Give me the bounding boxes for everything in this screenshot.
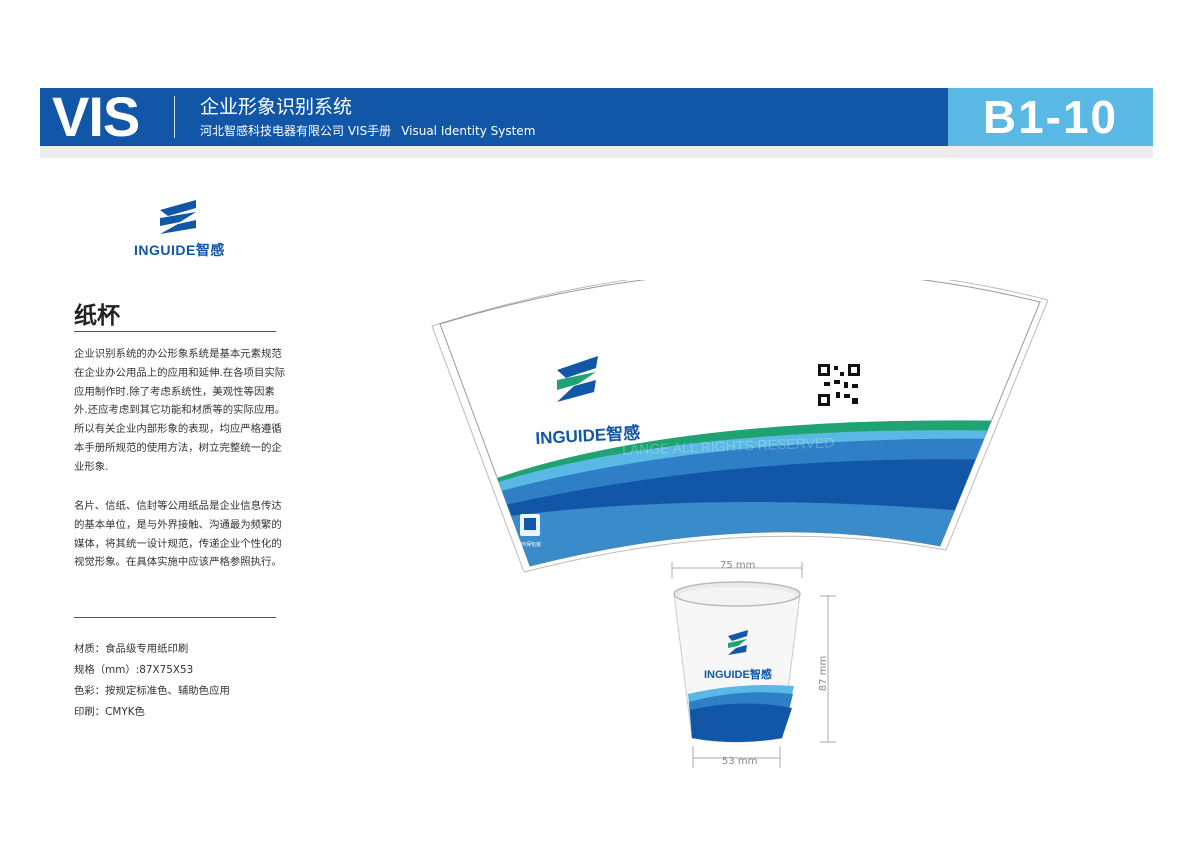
header-divider (174, 96, 175, 138)
section-divider-bottom (74, 617, 276, 618)
header-title: 企业形象识别系统 (200, 96, 353, 118)
eco-label: 环保包装 (521, 542, 542, 548)
cup-flat-layout (431, 280, 1049, 573)
cup-mockup (671, 562, 836, 768)
header-bar (40, 88, 948, 146)
cup-mockup-brand: INGUIDE智感 (704, 669, 772, 681)
header-subtitle-en: Visual Identity System (401, 124, 536, 138)
page-code-box (948, 88, 1153, 146)
dimension-height: 87 mm (818, 655, 830, 692)
spec-color: 色彩：按规定标准色、辅助色应用 (74, 685, 230, 697)
header-shadow (40, 146, 1153, 158)
header-subtitle: 河北智感科技电器有限公司 VIS手册 Visual Identity System (200, 123, 535, 139)
header-subtitle-cn: 河北智感科技电器有限公司 VIS手册 (200, 124, 392, 138)
spec-material: 材质：食品级专用纸印刷 (74, 643, 189, 655)
vis-logo: VIS (52, 85, 140, 148)
brand-name: INGUIDE智感 (134, 242, 225, 258)
section-divider-top (74, 331, 276, 332)
description-paragraph-1: 企业识别系统的办公形象系统是基本元素规范在企业办公用品上的应用和延伸.在各项目实… (74, 348, 286, 473)
dimension-bottom: 53 mm (722, 756, 758, 767)
section-title: 纸杯 (74, 303, 120, 329)
dimension-top: 75 mm (720, 560, 756, 571)
spec-size: 规格（mm）:87X75X53 (74, 664, 194, 676)
description-paragraph-2: 名片、信纸、信封等公用纸品是企业信息传达的基本单位，是与外界接触、沟通最为频繁的… (74, 500, 282, 569)
brand-logo-icon (160, 200, 196, 234)
spec-print: 印刷：CMYK色 (74, 706, 145, 718)
qr-code-icon (818, 364, 860, 406)
page-code: B1-10 (982, 91, 1119, 143)
